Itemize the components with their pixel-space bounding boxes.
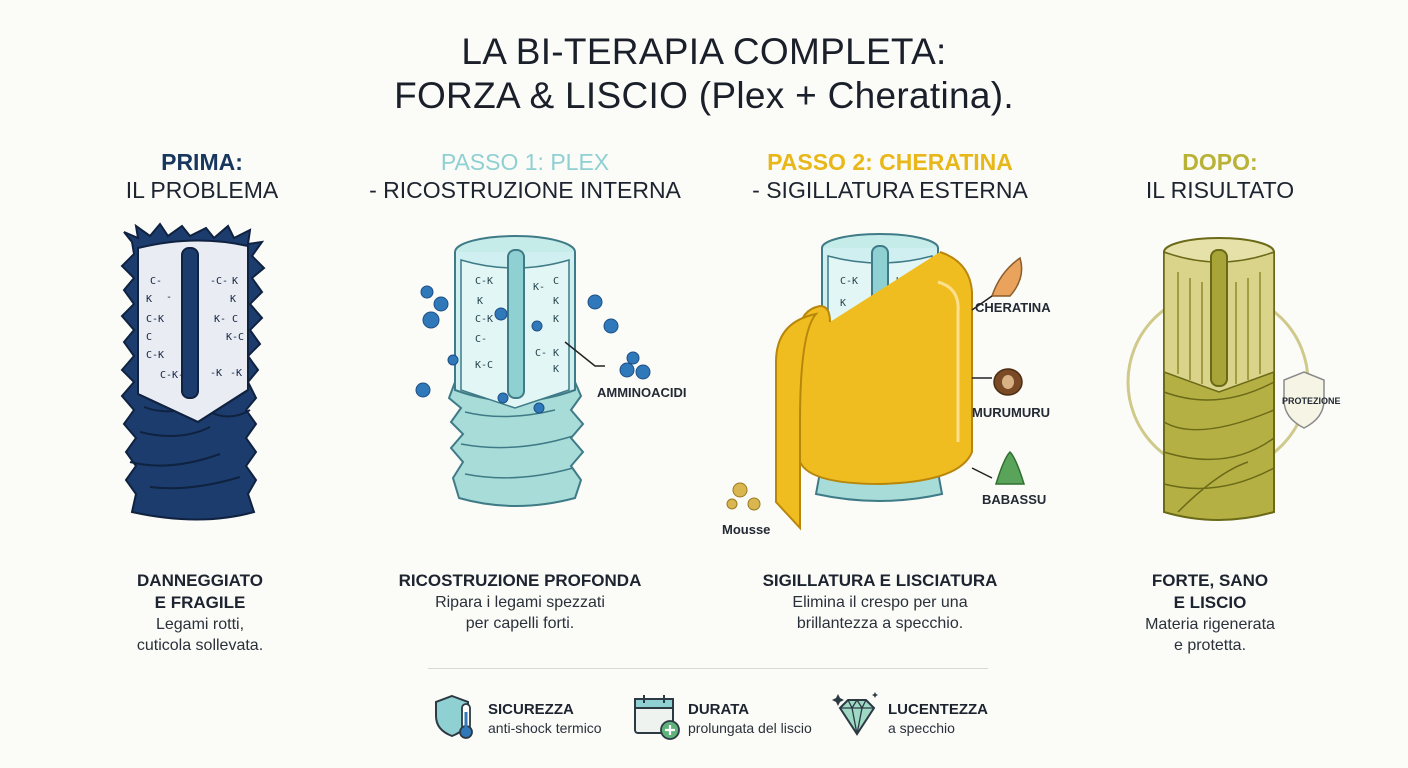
description-text: per capelli forti.: [370, 613, 670, 634]
feature-subtitle: prolungata del liscio: [688, 720, 812, 736]
column-header-title: PRIMA:: [92, 148, 312, 176]
svg-text:K: K: [230, 294, 236, 305]
description-text: Materia rigenerata: [1100, 614, 1320, 635]
diamond-icon: [832, 692, 882, 740]
description-text: Legami rotti,: [90, 614, 310, 635]
title-line-1: LA BI-TERAPIA COMPLETA:: [0, 30, 1408, 74]
description-text: Ripara i legami spezzati: [370, 592, 670, 613]
column-header-subtitle: IL PROBLEMA: [92, 176, 312, 204]
description-text: e protetta.: [1100, 635, 1320, 656]
svg-text:C-K: C-K: [146, 350, 164, 361]
column-description-step2: SIGILLATURA E LISCIATURA Elimina il cres…: [725, 570, 1035, 634]
column-header-subtitle: - RICOSTRUZIONE INTERNA: [355, 176, 695, 204]
column-header-subtitle: - SIGILLATURA ESTERNA: [735, 176, 1045, 204]
svg-text:C-K: C-K: [475, 314, 493, 325]
column-header-title: DOPO:: [1110, 148, 1330, 176]
svg-text:K: K: [553, 364, 559, 375]
svg-text:K-C: K-C: [475, 360, 493, 371]
aminoacids-label: AMMINOACIDI: [597, 385, 687, 400]
column-header-subtitle: IL RISULTATO: [1110, 176, 1330, 204]
description-text: Elimina il crespo per una: [725, 592, 1035, 613]
column-description-before: DANNEGGIATO E FRAGILE Legami rotti, cuti…: [90, 570, 310, 656]
description-title: DANNEGGIATO: [90, 570, 310, 592]
column-header-title: PASSO 1: PLEX: [355, 148, 695, 176]
column-description-step1: RICOSTRUZIONE PROFONDA Ripara i legami s…: [370, 570, 670, 634]
svg-text:-K: -K: [210, 368, 222, 379]
mousse-label: Mousse: [722, 522, 770, 537]
svg-text:-: -: [166, 292, 172, 303]
column-description-after: FORTE, SANO E LISCIO Materia rigenerata …: [1100, 570, 1320, 656]
column-header-title: PASSO 2: CHERATINA: [735, 148, 1045, 176]
feature-subtitle: a specchio: [888, 720, 955, 736]
svg-text:C-: C-: [150, 276, 162, 287]
divider: [428, 668, 988, 669]
svg-text:K: K: [146, 294, 152, 305]
svg-text:C-K-: C-K-: [160, 370, 184, 381]
feature-safety: SICUREZZA anti-shock termico: [432, 692, 632, 742]
feature-duration: DURATA prolungata del liscio: [632, 692, 832, 742]
description-title: FORTE, SANO: [1100, 570, 1320, 592]
svg-text:-K: -K: [230, 368, 242, 379]
svg-text:C-K: C-K: [475, 276, 493, 287]
svg-text:C: C: [146, 332, 152, 343]
healthy-hair-illustration: [1118, 222, 1338, 542]
description-text: brillantezza a specchio.: [725, 613, 1035, 634]
svg-text:K: K: [840, 298, 846, 309]
description-text: cuticola sollevata.: [90, 635, 310, 656]
protection-label: PROTEZIONE: [1282, 396, 1341, 406]
murumuru-label: MURUMURU: [972, 405, 1050, 420]
svg-text:C-K: C-K: [146, 314, 164, 325]
calendar-plus-icon: [632, 692, 682, 742]
svg-text:K: K: [553, 296, 559, 307]
svg-text:-C-: -C-: [210, 276, 228, 287]
title-line-2: FORZA & LISCIO (Plex + Cheratina).: [0, 74, 1408, 118]
column-header-before: PRIMA: IL PROBLEMA: [92, 148, 312, 204]
svg-text:C-: C-: [535, 348, 547, 359]
description-title: E LISCIO: [1100, 592, 1320, 614]
feature-title: LUCENTEZZA: [888, 701, 988, 718]
feature-title: SICUREZZA: [488, 701, 574, 718]
shield-thermometer-icon: [432, 692, 478, 740]
svg-text:K-: K-: [533, 282, 545, 293]
column-header-after: DOPO: IL RISULTATO: [1110, 148, 1330, 204]
column-header-step2: PASSO 2: CHERATINA - SIGILLATURA ESTERNA: [735, 148, 1045, 204]
svg-text:K: K: [232, 276, 238, 287]
keratin-label: CHERATINA: [975, 300, 1051, 315]
babassu-label: BABASSU: [982, 492, 1046, 507]
svg-text:C-: C-: [475, 334, 487, 345]
svg-text:C: C: [232, 314, 238, 325]
svg-text:C: C: [553, 276, 559, 287]
svg-text:K-: K-: [214, 314, 226, 325]
svg-text:C-K: C-K: [840, 276, 858, 287]
page-title: LA BI-TERAPIA COMPLETA: FORZA & LISCIO (…: [0, 30, 1408, 118]
description-title: SIGILLATURA E LISCIATURA: [725, 570, 1035, 592]
feature-subtitle: anti-shock termico: [488, 720, 602, 736]
feature-shine: LUCENTEZZA a specchio: [832, 692, 1012, 742]
svg-text:K: K: [477, 296, 483, 307]
feature-title: DURATA: [688, 701, 749, 718]
description-title: E FRAGILE: [90, 592, 310, 614]
svg-text:K: K: [553, 314, 559, 325]
column-header-step1: PASSO 1: PLEX - RICOSTRUZIONE INTERNA: [355, 148, 695, 204]
description-title: RICOSTRUZIONE PROFONDA: [370, 570, 670, 592]
svg-text:K: K: [553, 348, 559, 359]
svg-text:K-C: K-C: [226, 332, 244, 343]
